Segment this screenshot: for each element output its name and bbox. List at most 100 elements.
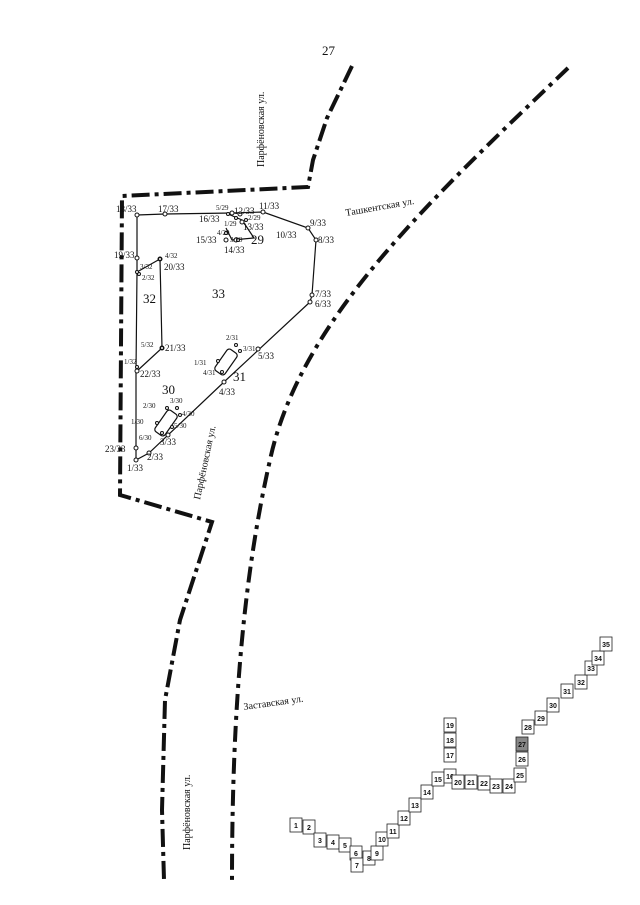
point-label: 15/33 xyxy=(196,235,217,245)
point-label: 2/30 xyxy=(143,402,156,410)
index-sheet-label: 31 xyxy=(563,689,571,696)
district-boundary xyxy=(117,65,354,881)
point-label: 1/32 xyxy=(124,358,137,366)
survey-points: 17/33 1/33 2/33 3/33 4/33 5/33 6/33 7/33… xyxy=(105,201,335,473)
index-sheet-label: 28 xyxy=(524,725,532,732)
point-label: 18/33 xyxy=(116,204,137,214)
road-line-east xyxy=(230,66,570,881)
point-label: 5/33 xyxy=(258,351,275,361)
index-sheet-label: 13 xyxy=(411,803,419,810)
index-sheet-27: 27 xyxy=(515,736,529,752)
index-sheet-label: 4 xyxy=(331,840,335,847)
index-sheet-10: 10 xyxy=(375,831,389,847)
point-label: 4/29 xyxy=(217,229,230,237)
street-label-tashkentskaya: Ташкентская ул. xyxy=(345,196,415,219)
index-sheet-21: 21 xyxy=(464,774,478,790)
point-label: 16/33 xyxy=(199,214,220,224)
point-label: 3/33 xyxy=(160,437,177,447)
index-sheet-28: 28 xyxy=(521,719,535,735)
page-number: 27 xyxy=(322,43,336,58)
index-sheet-6: 6 xyxy=(349,845,363,861)
index-sheet-24: 24 xyxy=(502,778,516,794)
point-label: 9/33 xyxy=(310,218,327,228)
index-sheet-4: 4 xyxy=(326,834,340,850)
point-label: 19/33 xyxy=(114,250,135,260)
index-sheet-7: 7 xyxy=(350,857,364,873)
index-sheet-30: 30 xyxy=(546,697,560,713)
parcel-30-label: 30 xyxy=(162,382,175,397)
point-label: 3/32 xyxy=(140,263,153,271)
point-label: 5/30 xyxy=(174,422,187,430)
point-label: 2/31 xyxy=(226,334,239,342)
point-label: 20/33 xyxy=(164,262,185,272)
index-sheet-25: 25 xyxy=(513,767,527,783)
index-sheet-label: 30 xyxy=(549,703,557,710)
index-sheet-20: 20 xyxy=(451,774,465,790)
index-sheet-29: 29 xyxy=(534,710,548,726)
point-label: 2/33 xyxy=(147,452,164,462)
index-sheet-23: 23 xyxy=(489,778,503,794)
index-sheet-label: 14 xyxy=(423,790,431,797)
index-sheet-label: 8 xyxy=(367,856,371,863)
index-sheet-label: 3 xyxy=(318,838,322,845)
parcel-32-outline xyxy=(136,257,163,372)
index-sheet-label: 20 xyxy=(454,780,462,787)
point-label: 7/33 xyxy=(315,289,332,299)
point-label: 4/32 xyxy=(165,252,178,260)
point-label: 22/33 xyxy=(140,369,161,379)
point-label: 3/29 xyxy=(230,236,243,244)
index-sheet-label: 21 xyxy=(467,780,475,787)
index-sheet-19: 19 xyxy=(443,717,457,733)
index-sheet-14: 14 xyxy=(420,784,434,800)
index-sheet-label: 29 xyxy=(537,716,545,723)
parcel-31-outline xyxy=(214,348,238,376)
index-sheet-label: 33 xyxy=(587,666,595,673)
index-sheet-label: 24 xyxy=(505,784,513,791)
index-sheet-label: 1 xyxy=(294,823,298,830)
index-sheet-label: 27 xyxy=(518,742,526,749)
index-sheet-label: 26 xyxy=(518,757,526,764)
parcel-29-label: 29 xyxy=(251,232,264,247)
index-sheet-12: 12 xyxy=(397,810,411,826)
point-label: 11/33 xyxy=(259,201,280,211)
index-sheet-label: 23 xyxy=(492,784,500,791)
point-label: 13/33 xyxy=(243,222,264,232)
index-sheet-11: 11 xyxy=(386,823,400,839)
index-sheet-label: 5 xyxy=(343,843,347,850)
index-sheet-label: 32 xyxy=(577,680,585,687)
index-sheet-label: 34 xyxy=(594,656,602,663)
index-sheet-15: 15 xyxy=(431,771,445,787)
point-label: 5/32 xyxy=(141,341,154,349)
index-sheet-label: 6 xyxy=(354,851,358,858)
index-sheet-1: 1 xyxy=(289,817,303,833)
parcel-32-label: 32 xyxy=(143,291,156,306)
point-label: 3/30 xyxy=(170,397,183,405)
parcel-33-label: 33 xyxy=(212,286,225,301)
point-label: 23/33 xyxy=(105,444,126,454)
index-sheet-label: 12 xyxy=(400,816,408,823)
index-sheet-22: 22 xyxy=(477,775,491,791)
point-label: 3/31 xyxy=(243,345,256,353)
index-sheet-label: 25 xyxy=(516,773,524,780)
index-sheet-label: 16 xyxy=(446,774,454,781)
index-sheet-18: 18 xyxy=(443,732,457,748)
index-sheet-label: 7 xyxy=(355,863,359,870)
index-sheet-label: 19 xyxy=(446,723,454,730)
index-sheet-label: 11 xyxy=(389,829,397,836)
index-sheet-13: 13 xyxy=(408,797,422,813)
point-label: 21/33 xyxy=(165,343,186,353)
index-sheet-17: 17 xyxy=(443,747,457,763)
index-sheet-label: 22 xyxy=(480,781,488,788)
point-label: 14/33 xyxy=(224,245,245,255)
index-sheet-label: 35 xyxy=(602,642,610,649)
point-label: 2/29 xyxy=(248,214,261,222)
street-label-zastavskaya: Заставская ул. xyxy=(243,694,304,713)
parcel-31-label: 31 xyxy=(233,369,246,384)
point-label: 4/30 xyxy=(182,410,195,418)
index-sheet-label: 17 xyxy=(446,753,454,760)
point-label: 5/29 xyxy=(216,204,229,212)
index-sheet-32: 32 xyxy=(574,674,588,690)
street-label-parfenovskaya-mid: Парфёновская ул. xyxy=(192,425,218,501)
